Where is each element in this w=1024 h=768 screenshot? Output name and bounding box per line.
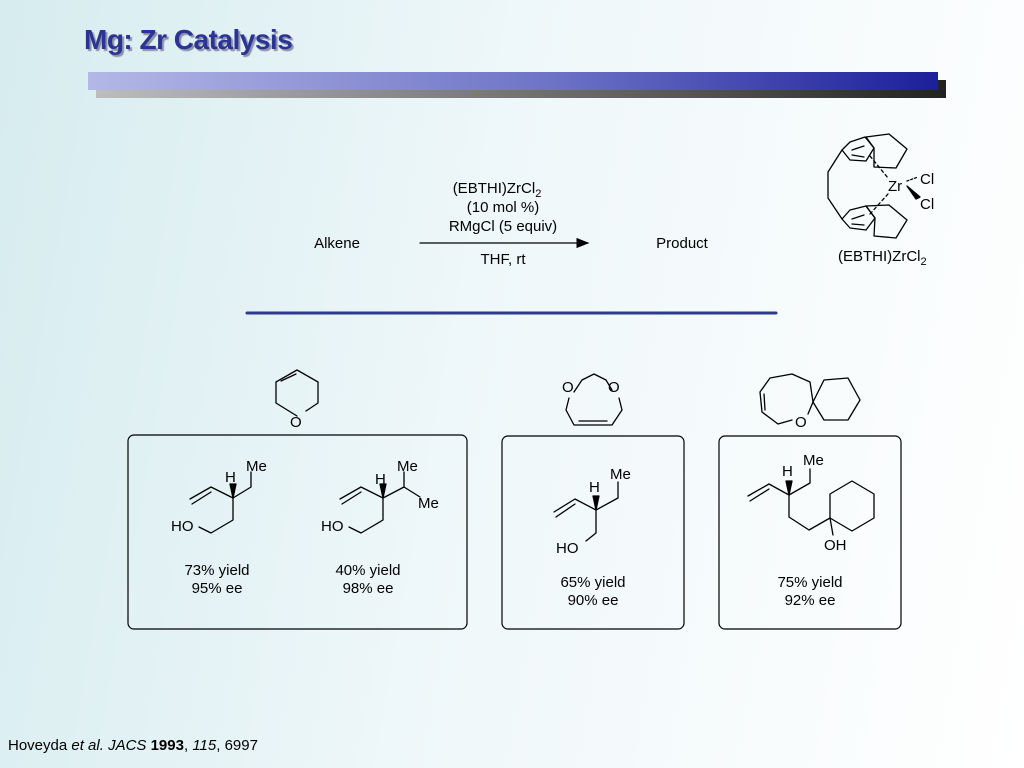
zr-atom: Zr xyxy=(888,178,902,195)
svg-text:Me: Me xyxy=(397,458,418,475)
svg-text:HO: HO xyxy=(556,540,579,557)
dioxepine-structure: O O xyxy=(562,373,623,426)
product-4-yield: 75% yield xyxy=(777,574,842,591)
svg-text:H: H xyxy=(225,469,236,486)
product-box-2 xyxy=(501,435,685,630)
slide-title: Mg: Zr Catalysis xyxy=(84,24,293,55)
svg-text:H: H xyxy=(782,463,793,480)
citation: Hoveyda et al. JACS 1993, 115, 6997 xyxy=(8,737,258,754)
product-2-ee: 98% ee xyxy=(343,580,394,597)
svg-text:H: H xyxy=(589,479,600,496)
loading-condition: (10 mol %) xyxy=(467,199,540,216)
reactant-label: Alkene xyxy=(314,235,360,252)
svg-text:Me: Me xyxy=(803,452,824,469)
product-structure-1: H Me HO xyxy=(171,458,267,535)
svg-text:HO: HO xyxy=(171,518,194,535)
svg-text:Me: Me xyxy=(246,458,267,475)
svg-text:OH: OH xyxy=(824,537,847,554)
catalyst-structure: Zr Cl Cl xyxy=(827,133,934,239)
oxepine-oxygen: O xyxy=(795,414,807,431)
svg-text:H: H xyxy=(375,471,386,488)
product-1-ee: 95% ee xyxy=(192,580,243,597)
solvent-condition: THF, rt xyxy=(481,251,527,268)
product-2-yield: 40% yield xyxy=(335,562,400,579)
svg-text:Me: Me xyxy=(610,466,631,483)
product-structure-3: H Me HO xyxy=(553,466,631,557)
reagent-condition: RMgCl (5 equiv) xyxy=(449,218,557,235)
svg-text:Me: Me xyxy=(418,495,439,512)
product-3-yield: 65% yield xyxy=(560,574,625,591)
product-4-ee: 92% ee xyxy=(785,592,836,609)
product-box-3 xyxy=(718,435,902,630)
catalyst-condition: (EBTHI)ZrCl2 xyxy=(453,180,542,200)
svg-text:HO: HO xyxy=(321,518,344,535)
dioxepine-oxygen-2: O xyxy=(608,379,620,396)
product-box-1 xyxy=(127,434,468,630)
title-bar xyxy=(88,72,938,90)
dihydropyran-structure: O xyxy=(275,369,319,431)
spiro-oxepine-structure: O xyxy=(759,373,861,431)
dioxepine-oxygen-1: O xyxy=(562,379,574,396)
product-structure-4: H Me OH xyxy=(747,452,875,554)
product-label: Product xyxy=(656,235,709,252)
catalyst-label: (EBTHI)ZrCl2 xyxy=(838,248,927,268)
pyran-oxygen: O xyxy=(290,414,302,431)
product-structure-2: H Me Me HO xyxy=(321,458,439,535)
product-3-ee: 90% ee xyxy=(568,592,619,609)
cl-atom-1: Cl xyxy=(920,171,934,188)
product-1-yield: 73% yield xyxy=(184,562,249,579)
cl-atom-2: Cl xyxy=(920,196,934,213)
